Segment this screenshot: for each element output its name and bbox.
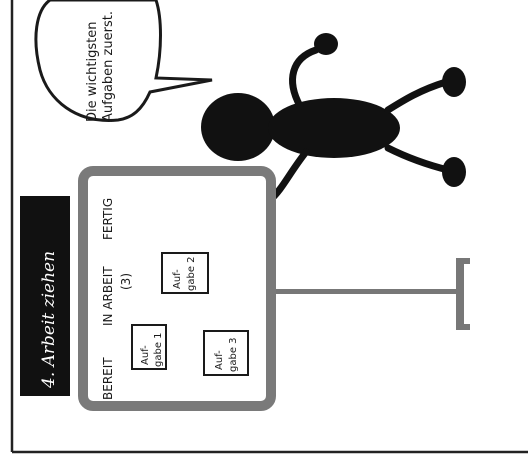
task-card: Auf- gabe 2	[162, 253, 208, 293]
board-stand	[268, 258, 470, 330]
speech-bubble	[36, 0, 212, 120]
stand-pole	[268, 289, 464, 294]
kanban-board: BEREIT IN ARBEIT FERTIG (3) Auf- gabe 1 …	[83, 171, 271, 406]
figure-foot-lower	[442, 157, 466, 187]
panel-title: 4. Arbeit ziehen	[39, 251, 59, 389]
task-card-3-line-1: Auf-	[214, 350, 225, 370]
figure-hand-raised	[314, 33, 338, 55]
figure-leg-upper	[388, 82, 446, 110]
figure-leg-lower	[388, 148, 448, 170]
figure-head	[201, 93, 275, 161]
task-card-1-line-2: gabe 1	[153, 332, 164, 367]
task-card-1-line-1: Auf-	[140, 345, 151, 365]
column-header-fertig: FERTIG	[101, 198, 115, 240]
task-card-2-line-1: Auf-	[172, 269, 183, 289]
task-card: Auf- gabe 3	[204, 331, 248, 375]
task-card-2-line-2: gabe 2	[186, 256, 197, 291]
figure-foot-upper	[442, 67, 466, 97]
wip-limit-label: (3)	[119, 273, 133, 290]
column-header-in-arbeit: IN ARBEIT	[101, 266, 115, 326]
task-card: Auf- gabe 1	[132, 325, 166, 369]
stand-base	[456, 258, 464, 330]
column-header-bereit: BEREIT	[101, 357, 115, 400]
task-card-3-line-2: gabe 3	[228, 337, 239, 372]
stand-foot-bottom	[456, 324, 470, 330]
stand-foot-top	[456, 258, 470, 264]
task-card-2	[162, 253, 208, 293]
speech-line-1: Die wichtigsten	[85, 22, 100, 122]
speech-line-2: Aufgaben zuerst.	[101, 11, 116, 122]
figure-body	[268, 98, 400, 158]
task-card-3	[204, 331, 248, 375]
